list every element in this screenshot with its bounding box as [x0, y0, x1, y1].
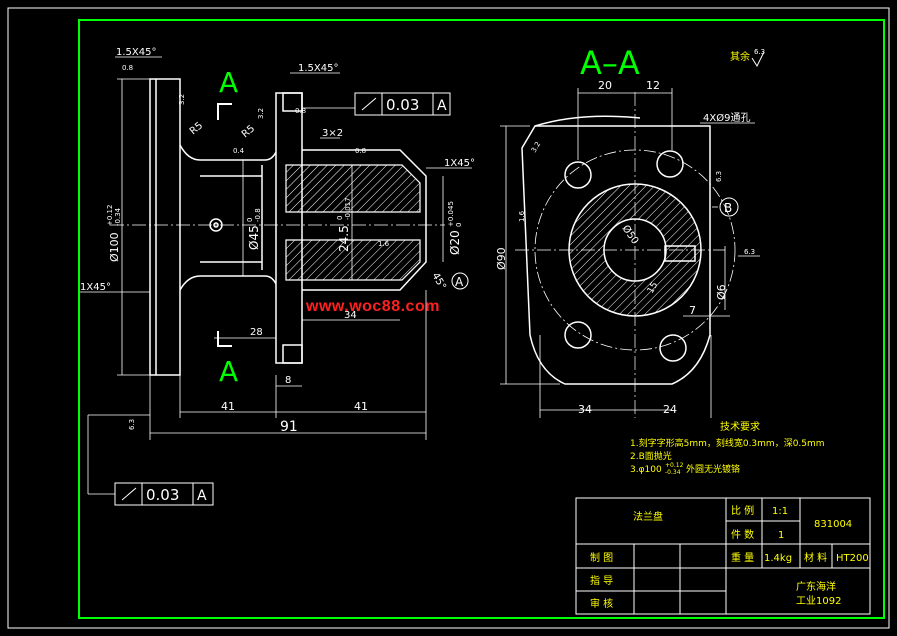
title-weight-label: 重 量 — [731, 551, 754, 564]
tolerance-datum-1: A — [437, 98, 447, 114]
roughness-mark-6: 1.6 — [378, 240, 390, 248]
roughness-mark-3: 0.4 — [233, 147, 245, 155]
rough-rest-label: 其余 — [730, 50, 750, 63]
dim-right-20: 20 — [598, 79, 612, 92]
datum-b-label: B — [724, 201, 732, 215]
dim-chamfer-left: 1X45° — [80, 282, 111, 293]
dim-radius-2: R5 — [240, 123, 257, 140]
cut-label-top: A — [219, 66, 238, 99]
tech-req-line-2: 2.B面抛光 — [630, 450, 672, 462]
roughness-symbol-icon — [751, 51, 765, 68]
cut-plane-marks — [217, 103, 232, 347]
dim-d20-tol-low: 0 — [455, 223, 463, 227]
tech-req-line-3-suffix: 外圆无光镀铬 — [686, 463, 740, 475]
tolerance-frame-1 — [354, 92, 451, 116]
roughness-mark-12: 6.3 — [744, 248, 755, 256]
dim-length-91: 91 — [280, 419, 298, 435]
dim-chamfer-top-mid: 1.5X45° — [298, 63, 338, 74]
dim-right-90: Ø90 — [495, 247, 508, 270]
tolerance-frame-2 — [114, 482, 214, 506]
dim-right-6: Ø6 — [715, 284, 728, 300]
tech-req-line-1: 1.刻字字形高5mm，刻线宽0.3mm，深0.5mm — [630, 437, 825, 449]
section-hatch-lower — [285, 239, 421, 281]
dim-length-34: 34 — [344, 310, 357, 321]
roughness-mark-8: 6.3 — [128, 419, 136, 430]
dim-chamfer-right: 1X45° — [444, 158, 475, 169]
datum-a-symbol — [451, 272, 469, 290]
datum-a-label: A — [455, 275, 464, 289]
roughness-mark-2: 3.2 — [178, 94, 186, 105]
dim-radius-1: R5 — [188, 120, 205, 137]
title-guide-label: 指 导 — [590, 574, 613, 587]
dim-right-7: 7 — [689, 304, 696, 317]
dim-d100-tol-low: -0.34 — [114, 207, 122, 226]
tolerance-value-1: 0.03 — [386, 96, 419, 114]
title-block — [575, 497, 871, 615]
dim-right-15: 15 — [646, 281, 660, 296]
dim-chamfer-top-left: 1.5X45° — [116, 47, 156, 58]
title-material-value: HT200 — [836, 553, 869, 564]
title-school-line2: 工业1092 — [796, 595, 841, 607]
dim-right-50: Ø50 — [620, 223, 642, 247]
dim-d100-tol-up: +0.12 — [106, 205, 114, 226]
roughness-mark-9: 3.2 — [530, 140, 542, 154]
roughness-mark-10: 1.6 — [518, 210, 526, 222]
roughness-mark-7: 3.2 — [257, 108, 265, 119]
technical-requirements: 技术要求 1.刻字字形高5mm，刻线宽0.3mm，深0.5mm 2.B面抛光 3… — [630, 420, 825, 476]
tech-req-line-3-tol-low: -0.34 — [665, 469, 681, 476]
dim-diameter-24: 24.5 — [337, 225, 351, 252]
dim-groove: 3×2 — [322, 128, 343, 139]
roughness-mark-1: 0.8 — [122, 64, 133, 72]
section-hatch-ring — [568, 184, 701, 317]
dimension-lines-right — [500, 88, 760, 418]
dim-right-12: 12 — [646, 79, 660, 92]
dim-length-28: 28 — [250, 327, 263, 338]
title-scale-label: 比 例 — [731, 504, 754, 517]
title-school-line1: 广东海洋 — [796, 580, 836, 593]
section-hatch-upper — [285, 164, 421, 213]
title-qty-label: 件 数 — [731, 528, 754, 541]
watermark-text: www.woc88.com — [306, 298, 440, 315]
roughness-mark-5: 0.8 — [355, 147, 366, 155]
roughness-mark-11: 6.3 — [715, 171, 723, 182]
tech-req-line-3-tol-up: +0.12 — [665, 462, 684, 469]
dim-angle-45: 45° — [429, 271, 447, 292]
cut-label-bottom: A — [219, 355, 238, 388]
datum-b-symbol — [719, 197, 739, 217]
dim-d20-tol-up: +0.045 — [447, 201, 455, 227]
dim-diameter-100: Ø100 — [108, 232, 121, 262]
title-review-label: 审 核 — [590, 597, 613, 610]
title-scale-value: 1:1 — [772, 506, 788, 517]
front-view — [149, 78, 427, 376]
roughness-mark-4: 0.8 — [295, 107, 306, 115]
dim-right-holes: 4XØ9通孔 — [703, 112, 750, 124]
tolerance-datum-2: A — [197, 488, 207, 504]
title-drawing-no: 831004 — [814, 519, 852, 530]
dim-d24-tol-low: -0.017 — [344, 197, 352, 220]
dim-d45-tol-low: -0.8 — [254, 208, 262, 222]
tech-req-line-3: 3.φ100 — [630, 465, 662, 475]
dim-length-8: 8 — [285, 375, 291, 386]
title-weight-value: 1.4kg — [764, 553, 792, 564]
title-designer-label: 制 图 — [590, 551, 613, 564]
tech-req-title: 技术要求 — [720, 420, 760, 433]
dim-right-24: 24 — [663, 403, 677, 416]
drawing-frame-border — [78, 19, 885, 619]
dim-length-41b: 41 — [354, 400, 368, 413]
section-view-title: A–A — [580, 44, 640, 82]
dimension-lines-left — [80, 56, 472, 495]
dim-length-41a: 41 — [221, 400, 235, 413]
dim-diameter-45: Ø45 — [247, 225, 261, 250]
title-material-label: 材 料 — [804, 551, 827, 564]
title-qty-value: 1 — [778, 530, 784, 541]
dim-right-34: 34 — [578, 403, 592, 416]
dim-diameter-20: Ø20 — [448, 230, 462, 255]
dim-d45-tol-up: 0 — [246, 218, 254, 222]
title-part-name: 法兰盘 — [633, 510, 663, 523]
tolerance-value-2: 0.03 — [146, 486, 179, 504]
dim-d24-tol-up: 0 — [336, 216, 344, 220]
rough-rest-value: 6.3 — [754, 48, 765, 56]
outer-sheet-border — [7, 7, 890, 629]
